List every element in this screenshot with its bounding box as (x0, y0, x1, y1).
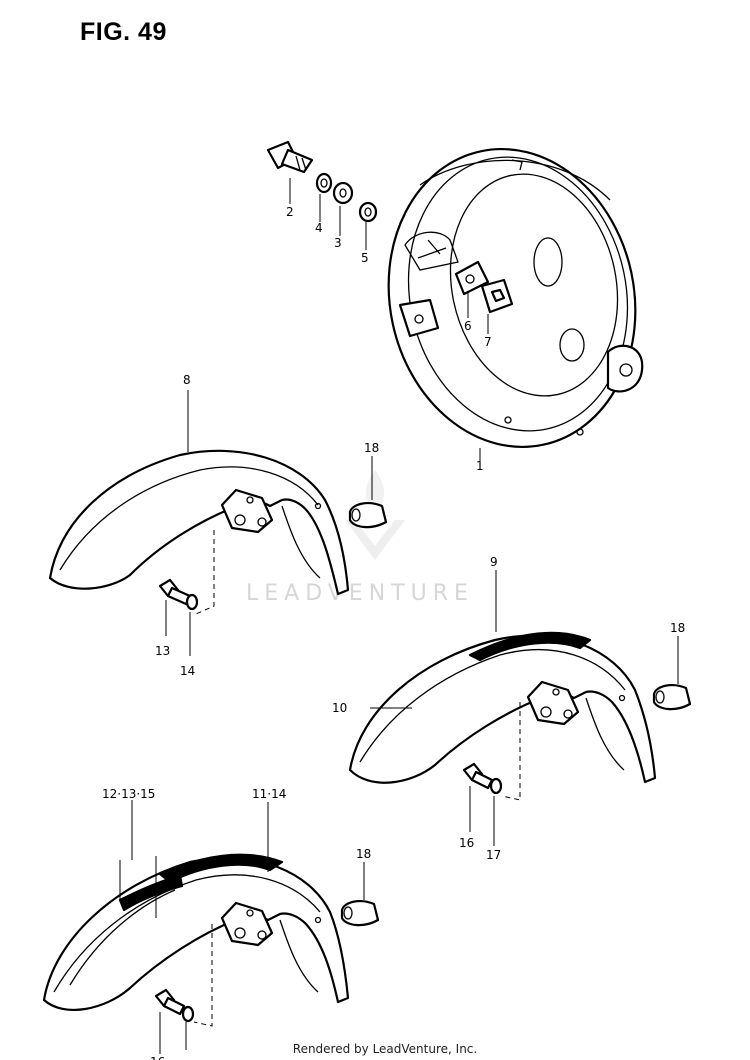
callout-11-14: 11·14 (252, 787, 286, 801)
callout-7: 7 (484, 335, 492, 349)
callout-2: 2 (286, 205, 294, 219)
callout-18-b: 18 (670, 621, 685, 635)
callout-6: 6 (464, 319, 472, 333)
callout-12-13-15: 12·13·15 (102, 787, 155, 801)
callout-10: 10 (332, 701, 347, 715)
figure-title: FIG. 49 (80, 18, 167, 46)
cap-part-18-a (348, 502, 388, 529)
washer-part-3 (332, 181, 354, 205)
washer-part-4 (315, 172, 333, 194)
bolt-part-2 (266, 140, 314, 174)
bracket-part-6 (454, 260, 490, 296)
callout-9: 9 (490, 555, 498, 569)
bolt-part-16-a (462, 762, 494, 790)
washer-part-17-b (181, 1005, 195, 1023)
footer-credit: Rendered by LeadVenture, Inc. (292, 1042, 478, 1056)
callout-13: 13 (155, 644, 170, 658)
cap-part-18-b (652, 684, 692, 711)
headlight-housing (387, 148, 644, 448)
washer-part-14 (185, 593, 199, 611)
cap-part-18-c (340, 900, 380, 927)
nut-part-7 (480, 278, 514, 314)
washer-part-17 (489, 777, 503, 795)
callout-17: 17 (486, 848, 501, 862)
bolt-part-16-b (154, 988, 186, 1016)
callout-4: 4 (315, 221, 323, 235)
callout-3: 3 (334, 236, 342, 250)
callout-1: 1 (476, 459, 484, 473)
callout-18-c: 18 (356, 847, 371, 861)
callout-8: 8 (183, 373, 191, 387)
watermark-text: LEADVENTURE (246, 581, 474, 606)
callout-18-a: 18 (364, 441, 379, 455)
callout-14: 14 (180, 664, 195, 678)
bolt-part-13 (158, 578, 192, 606)
front-fender-part-9 (348, 631, 657, 784)
callout-5: 5 (361, 251, 369, 265)
callout-16-b: 16 (150, 1055, 165, 1060)
callout-16-a: 16 (459, 836, 474, 850)
front-fender-part-8 (48, 449, 350, 596)
front-fender-part-11-12 (42, 853, 350, 1011)
nut-part-5 (358, 201, 378, 223)
